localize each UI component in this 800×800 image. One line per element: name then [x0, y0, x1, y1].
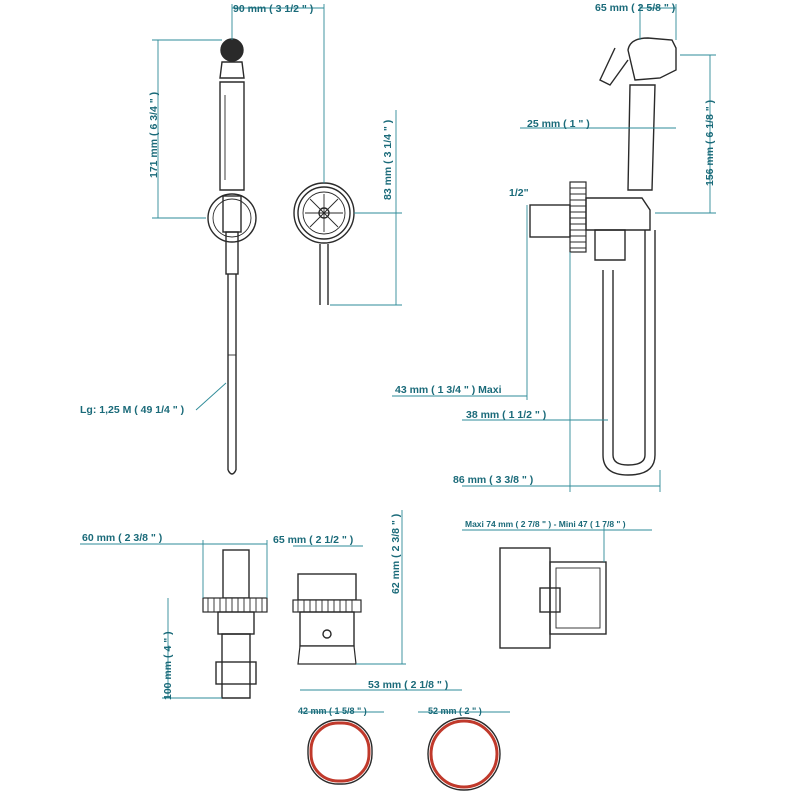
ring-42: [300, 711, 384, 785]
label-wall-depth: Maxi 74 mm ( 2 7/8 " ) - Mini 47 ( 1 7/8…: [465, 519, 626, 529]
valve-body-view: [202, 549, 268, 699]
handshower-front-view: [207, 38, 257, 475]
in-wall-box-view: [462, 526, 652, 649]
label-spray-head-width: 65 mm ( 2 5/8 " ): [595, 2, 675, 14]
label-projection-38: 38 mm ( 1 1/2 " ): [466, 409, 546, 421]
dim-lines-valve: [80, 510, 462, 699]
label-valve-dia-60: 60 mm ( 2 3/8 " ): [82, 532, 162, 544]
label-valve-height-62: 62 mm ( 2 3/8 " ): [390, 514, 402, 594]
dim-lines-left-top: [152, 4, 402, 411]
label-spray-height: 156 mm ( 6 1/8 " ): [704, 100, 716, 186]
label-projection-86: 86 mm ( 3 3/8 " ): [453, 474, 533, 486]
label-valve-height-100: 100 mm ( 4 " ): [162, 631, 174, 700]
label-projection-max: 43 mm ( 1 3/4 " ) Maxi: [395, 384, 502, 396]
dim-lines-side: [392, 4, 716, 492]
label-ring-42: 42 mm ( 1 5/8 " ): [298, 706, 367, 716]
label-wall-plate-height: 83 mm ( 3 1/4 " ): [382, 120, 394, 200]
side-view: [529, 37, 677, 476]
wall-outlet-front-view: [293, 182, 355, 305]
label-spray-diameter: 25 mm ( 1 " ): [527, 118, 590, 130]
label-hose-width: 90 mm ( 3 1/2 " ): [233, 3, 313, 15]
valve-body-side-view: [292, 573, 362, 665]
label-valve-width-53: 53 mm ( 2 1/8 " ): [368, 679, 448, 691]
label-thread: 1/2": [509, 187, 529, 199]
label-valve-dia-65: 65 mm ( 2 1/2 " ): [273, 534, 353, 546]
label-hose-length: Lg: 1,25 M ( 49 1/4 " ): [80, 404, 184, 416]
ring-52: [418, 711, 510, 791]
label-ring-52: 52 mm ( 2 " ): [428, 706, 482, 716]
label-hose-height: 171 mm ( 6 3/4 " ): [148, 92, 160, 178]
